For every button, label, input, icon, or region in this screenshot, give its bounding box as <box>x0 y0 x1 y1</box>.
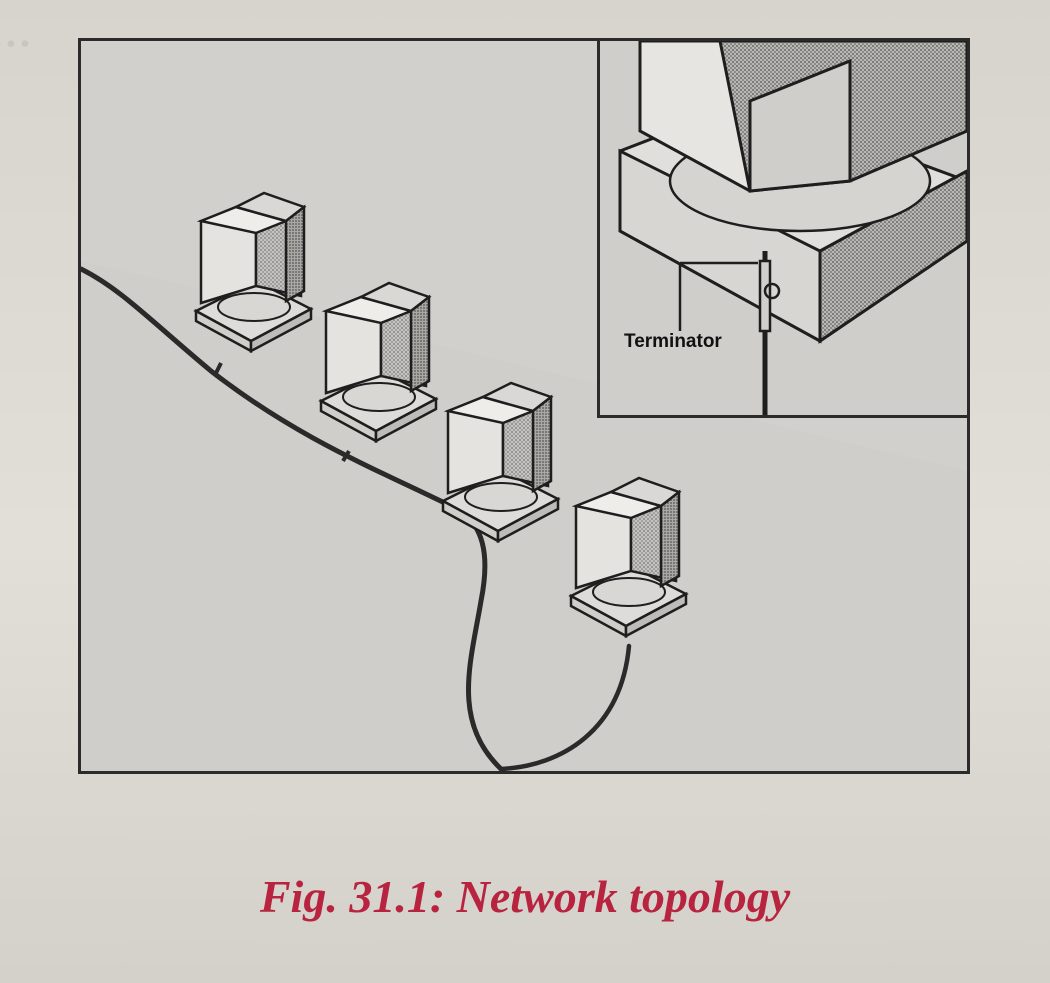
figure-caption: Fig. 31.1: Network topology <box>259 871 791 922</box>
computer-icon <box>194 191 313 353</box>
network-figure: Terminator <box>78 38 970 774</box>
computer-icon <box>441 381 560 543</box>
bleed-through-text: ... <box>0 0 32 59</box>
terminator-detail-drawing <box>618 41 967 415</box>
bus-topology-drawing <box>81 191 967 771</box>
computer-icon <box>319 281 438 443</box>
bus-cable-branch <box>498 643 632 771</box>
terminator-inset: Terminator <box>597 41 967 418</box>
bus-cable <box>81 266 504 771</box>
computer-icon <box>569 476 688 638</box>
terminator-label: Terminator <box>622 331 724 353</box>
